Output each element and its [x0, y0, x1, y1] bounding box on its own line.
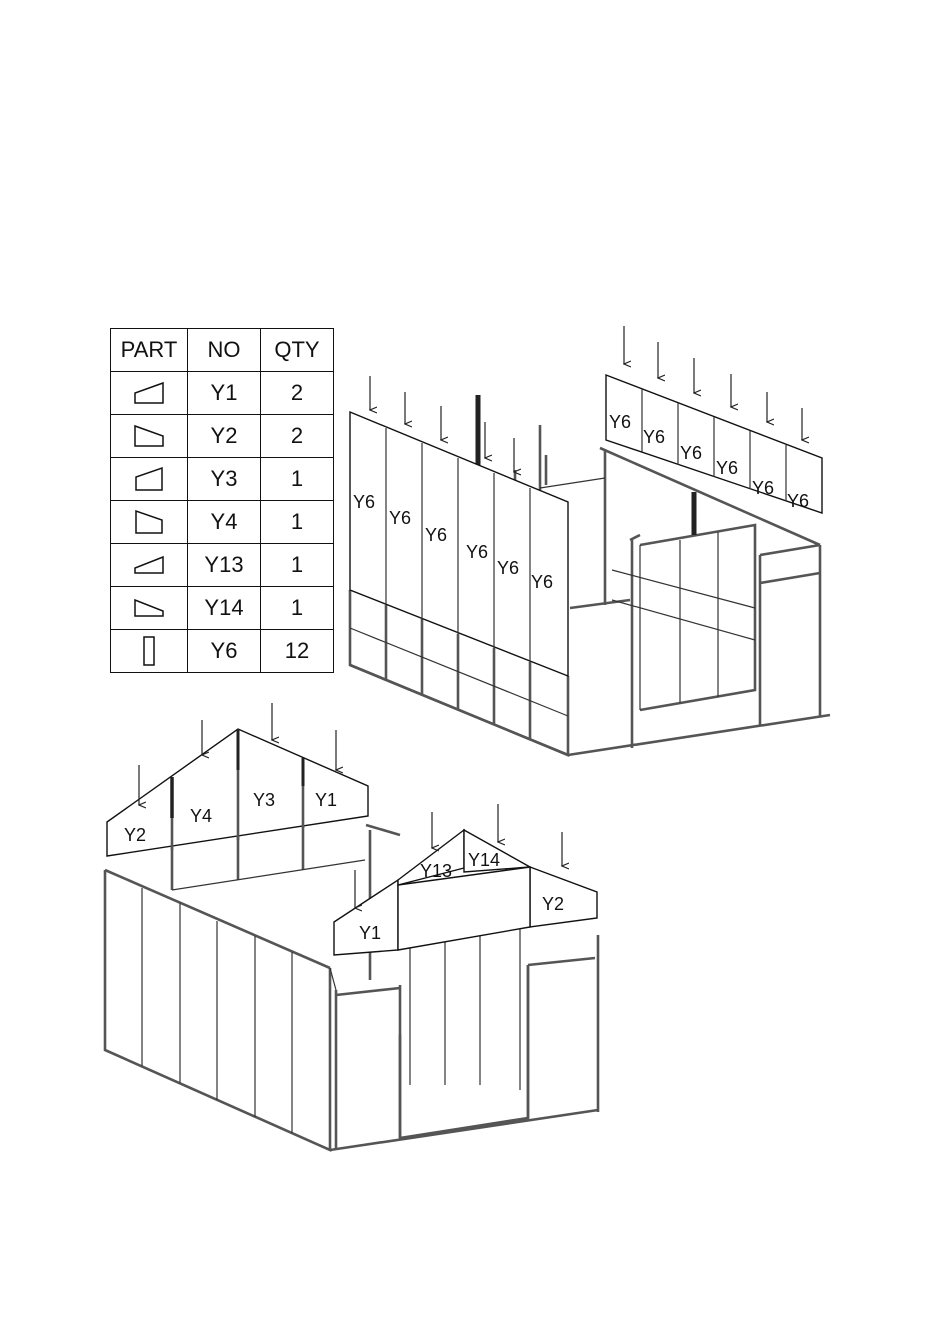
panel-label: Y1	[315, 790, 337, 810]
panel-label: Y6	[609, 412, 631, 432]
panel-label: Y14	[468, 850, 500, 870]
panel-label: Y6	[425, 525, 447, 545]
panel-label: Y6	[389, 508, 411, 528]
panel-label: Y2	[124, 825, 146, 845]
panel-label: Y6	[752, 478, 774, 498]
panel-label: Y1	[359, 923, 381, 943]
panel-label: Y6	[353, 492, 375, 512]
panel-label: Y4	[190, 806, 212, 826]
panel-label: Y6	[716, 458, 738, 478]
panel-label: Y13	[420, 861, 452, 881]
panel-label: Y6	[466, 542, 488, 562]
panel-label: Y6	[643, 427, 665, 447]
panel-label: Y6	[531, 572, 553, 592]
panel-label: Y6	[787, 491, 809, 511]
panel-label: Y6	[497, 558, 519, 578]
panel-label: Y6	[680, 443, 702, 463]
panel-label: Y3	[253, 790, 275, 810]
panel-label: Y2	[542, 894, 564, 914]
